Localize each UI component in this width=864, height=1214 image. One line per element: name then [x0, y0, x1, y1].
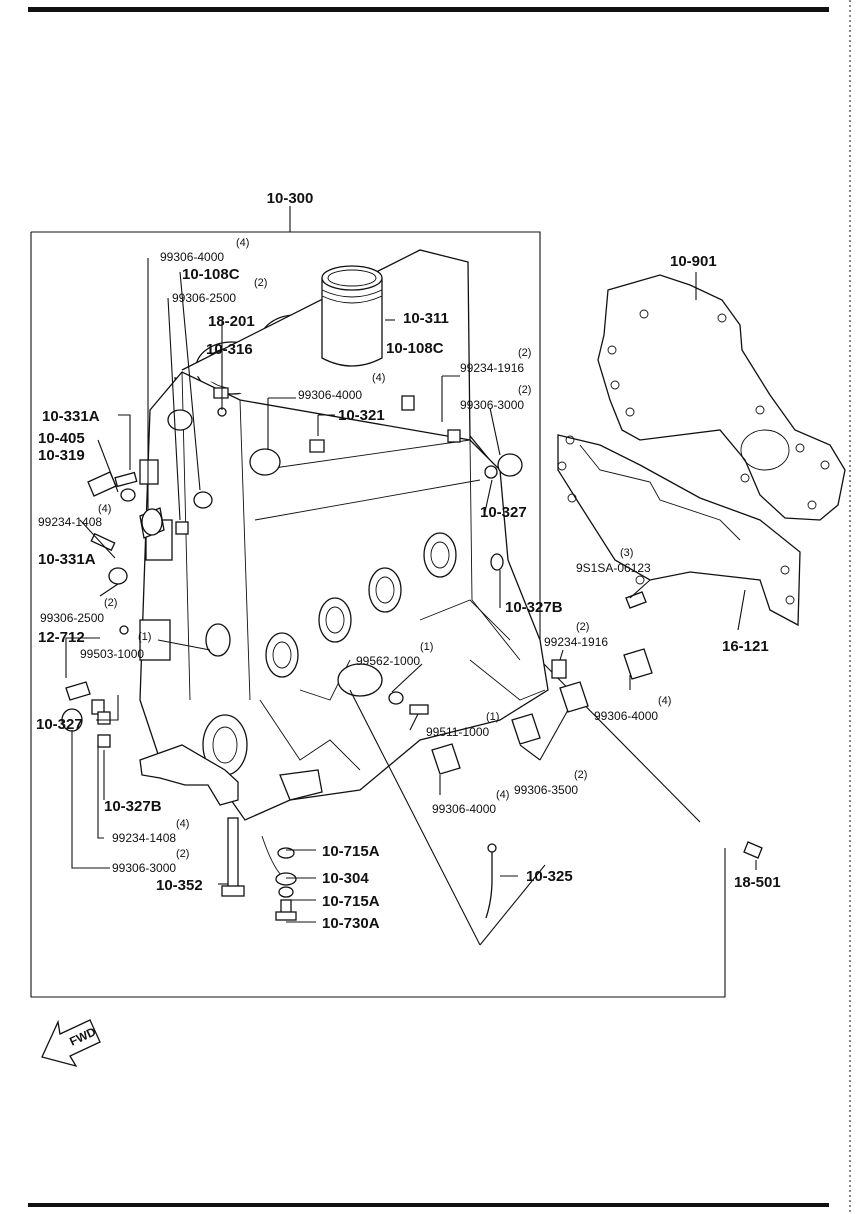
label-10-901: 10-901 [670, 253, 717, 270]
part-labels: 99306-4000 (4) 10-108C (2) 99306-2500 18… [36, 237, 781, 932]
label-99234-1916-top: 99234-1916 [460, 361, 524, 375]
fwd-arrow: FWD [41, 1019, 101, 1068]
label-10-715a-bot: 10-715A [322, 893, 380, 910]
qty-2-3000: (2) [518, 384, 531, 396]
label-10-715a-top: 10-715A [322, 843, 380, 860]
qty-4-4000b: (4) [496, 789, 509, 801]
label-99306-4000-right: 99306-4000 [594, 709, 658, 723]
label-99306-4000-bot: 99306-4000 [432, 802, 496, 816]
qty-4-top: (4) [236, 237, 249, 249]
end-plate-16-121 [557, 434, 801, 627]
qty-4-1408b: (4) [176, 818, 189, 830]
label-99306-2500-left: 99306-2500 [40, 611, 104, 625]
label-99306-2500-top: 99306-2500 [172, 291, 236, 305]
label-10-325: 10-325 [526, 868, 573, 885]
label-10-321: 10-321 [338, 407, 385, 424]
cylinder-block-drawing [139, 249, 549, 821]
label-10-108c-left: 10-108C [182, 266, 240, 283]
label-99562-1000: 99562-1000 [356, 654, 420, 668]
label-10-730a: 10-730A [322, 915, 380, 932]
label-18-201: 18-201 [208, 313, 255, 330]
label-12-712: 12-712 [38, 629, 85, 646]
label-99234-1916-bot: 99234-1916 [544, 635, 608, 649]
label-10-108c-right: 10-108C [386, 340, 444, 357]
qty-4-4000mid: (4) [372, 372, 385, 384]
label-99306-3000-bot: 99306-3000 [112, 861, 176, 875]
qty-2-3000b: (2) [176, 848, 189, 860]
qty-2-1916b: (2) [576, 621, 589, 633]
label-10-331a-top: 10-331A [42, 408, 100, 425]
label-99306-4000-top: 99306-4000 [160, 250, 224, 264]
qty-2-1916: (2) [518, 347, 531, 359]
assembly-number: 10-300 [267, 190, 314, 207]
assembly-frame: 10-300 [30, 190, 726, 998]
label-10-327b-left: 10-327B [104, 798, 162, 815]
top-rule [28, 7, 829, 12]
label-10-331a-bot: 10-331A [38, 551, 96, 568]
label-99234-1408-bot: 99234-1408 [112, 831, 176, 845]
qty-2-108c: (2) [254, 277, 267, 289]
qty-1-99511: (1) [486, 711, 499, 723]
label-99306-3000-right: 99306-3000 [460, 398, 524, 412]
label-10-327-right: 10-327 [480, 504, 527, 521]
qty-2-2500: (2) [104, 597, 117, 609]
label-10-311: 10-311 [403, 310, 449, 327]
label-10-327-left: 10-327 [36, 716, 83, 733]
label-10-316: 10-316 [206, 341, 253, 358]
cylinder-liner [321, 265, 383, 367]
label-99306-4000-mid: 99306-4000 [298, 388, 362, 402]
label-18-501: 18-501 [734, 874, 781, 891]
label-10-304: 10-304 [322, 870, 369, 887]
gasket-10-901 [597, 274, 846, 521]
qty-1-99562: (1) [420, 641, 433, 653]
label-99306-3500: 99306-3500 [514, 783, 578, 797]
label-99234-1408-left: 99234-1408 [38, 515, 102, 529]
label-10-405: 10-405 [38, 430, 85, 447]
label-9s1sa-06123: 9S1SA-06123 [576, 561, 651, 575]
label-16-121: 16-121 [722, 638, 769, 655]
plugs-and-dowels [61, 387, 763, 921]
label-10-352: 10-352 [156, 877, 203, 894]
qty-2-3500: (2) [574, 769, 587, 781]
label-10-319: 10-319 [38, 447, 85, 464]
qty-4-319: (4) [98, 503, 111, 515]
qty-1-99503: (1) [138, 631, 151, 643]
bottom-rule [28, 1203, 829, 1207]
label-99503-1000: 99503-1000 [80, 647, 144, 661]
qty-4-4000r: (4) [658, 695, 671, 707]
leader-lines [65, 258, 757, 946]
label-10-327b-right: 10-327B [505, 599, 563, 616]
qty-3-9s1sa: (3) [620, 547, 633, 559]
label-99511-1000: 99511-1000 [426, 725, 489, 739]
